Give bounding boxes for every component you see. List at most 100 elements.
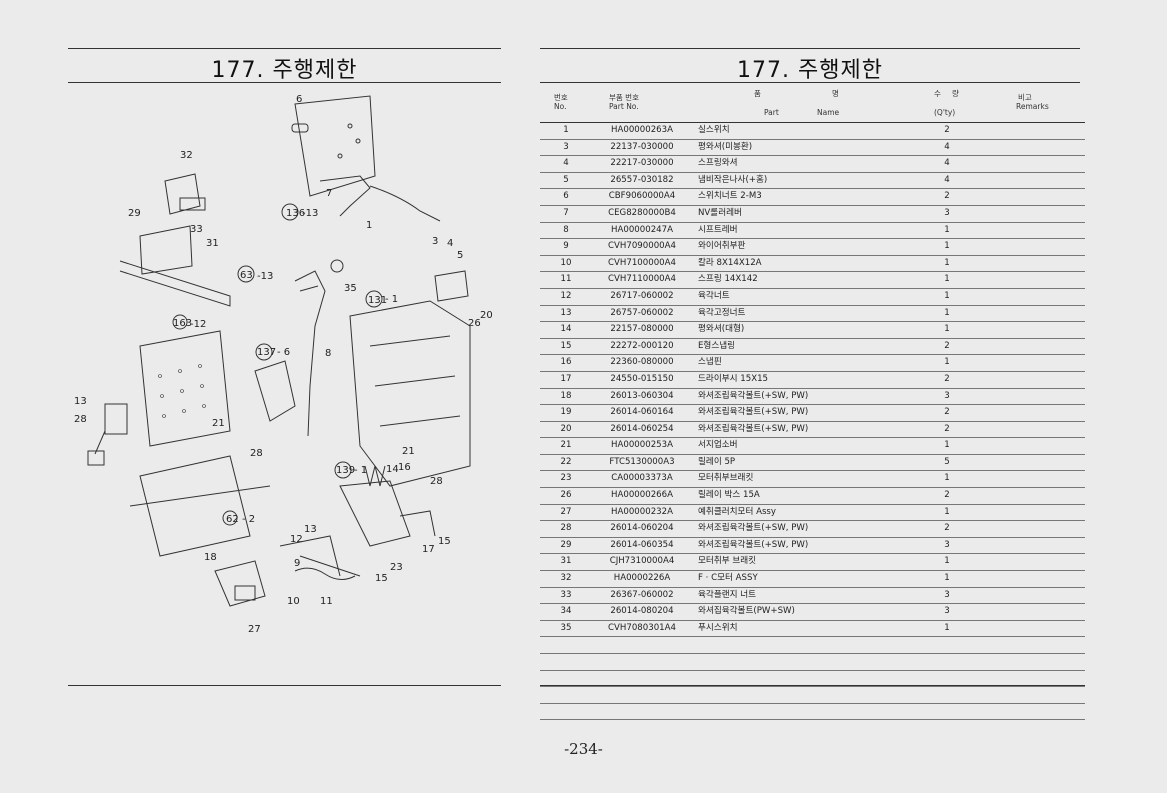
part-name: 육각플랜지 너트	[698, 589, 757, 600]
quantity: 1	[944, 241, 950, 252]
header-name-en-2: Name	[817, 108, 840, 117]
row-number: 11	[560, 274, 572, 285]
svg-text:136: 136	[286, 208, 305, 219]
title-rule	[540, 82, 1080, 83]
svg-text:-12: -12	[190, 319, 206, 330]
svg-text:31: 31	[206, 238, 219, 249]
part-number: CA00003373A	[611, 473, 673, 484]
quantity: 2	[944, 490, 950, 501]
top-rule	[68, 48, 501, 49]
svg-text:28: 28	[74, 414, 87, 425]
page-title: 177. 주행제한	[211, 58, 358, 83]
svg-text:13: 13	[304, 524, 317, 535]
part-name: 육각고정너트	[698, 307, 746, 318]
svg-text:8: 8	[325, 348, 331, 359]
quantity: 3	[944, 207, 950, 218]
header-qty-ko-2: 량	[952, 89, 959, 98]
top-rule	[540, 48, 1080, 49]
svg-text:137: 137	[257, 347, 276, 358]
header-remarks-en: Remarks	[1016, 102, 1049, 111]
quantity: 2	[944, 125, 950, 135]
svg-text:33: 33	[190, 224, 203, 235]
part-number: 22137-030000	[610, 141, 674, 152]
svg-text:5: 5	[457, 250, 463, 261]
part-name: 릴레이 5P	[698, 456, 736, 467]
row-number: 12	[560, 290, 572, 301]
svg-text:-13: -13	[302, 208, 318, 219]
page-title: 177. 주행제한	[737, 58, 883, 83]
row-number: 22	[560, 456, 572, 467]
quantity: 1	[944, 274, 950, 285]
svg-text:7: 7	[326, 188, 332, 199]
header-part-ko: 부품 번호	[609, 93, 639, 102]
left-page: 177. 주행제한	[0, 0, 540, 793]
right-page: 177. 주행제한 번호 No. 부품 번호 Part No. 품 명 Part…	[540, 0, 1167, 793]
part-number: 22360-080000	[610, 357, 674, 368]
empty-row	[540, 687, 1085, 704]
row-number: 35	[560, 622, 572, 633]
header-name-en-1: Part	[764, 108, 779, 117]
svg-text:13: 13	[74, 396, 87, 407]
row-number: 6	[563, 191, 569, 202]
quantity: 1	[944, 357, 950, 368]
part-name: 냄비작은나사(+홈)	[698, 174, 768, 185]
header-no-en: No.	[554, 102, 567, 111]
part-name: 모터취부브래킷	[698, 473, 754, 484]
svg-text:10: 10	[287, 596, 300, 607]
part-number: 24550-015150	[610, 373, 674, 384]
part-number: FTC5130000A3	[609, 456, 675, 467]
title-rule	[68, 82, 501, 83]
svg-text:63: 63	[240, 270, 253, 281]
part-name: E형스냅링	[698, 340, 736, 351]
part-number: HA00000247A	[611, 224, 673, 235]
row-number: 15	[560, 340, 572, 351]
part-number: 22217-030000	[610, 158, 674, 169]
svg-text:20: 20	[480, 310, 493, 321]
row-number: 10	[560, 257, 572, 268]
bottom-rule	[68, 685, 501, 686]
part-name: 육각너트	[698, 290, 730, 301]
row-number: 3	[563, 141, 569, 152]
part-name: 스프링와셔	[698, 158, 738, 169]
row-number: 23	[560, 473, 572, 484]
part-number: 26757-060002	[610, 307, 674, 318]
svg-text:- 6: - 6	[277, 347, 290, 358]
part-number: CVH7090000A4	[608, 241, 676, 252]
quantity: 1	[944, 324, 950, 335]
row-number: 16	[560, 357, 572, 368]
quantity: 2	[944, 340, 950, 351]
part-number: 26557-030182	[610, 174, 674, 185]
row-number: 1	[563, 125, 569, 135]
part-name: F · C모터 ASSY	[698, 573, 758, 584]
part-name: 와셔조립육각볼트(+SW, PW)	[698, 423, 809, 434]
part-number: HA00000263A	[611, 125, 673, 135]
quantity: 2	[944, 523, 950, 534]
quantity: 3	[944, 589, 950, 600]
row-number: 9	[563, 241, 569, 252]
svg-text:131: 131	[368, 295, 387, 306]
row-number: 20	[560, 423, 572, 434]
svg-text:27: 27	[248, 624, 261, 635]
quantity: 1	[944, 573, 950, 584]
part-number: 26717-060002	[610, 290, 674, 301]
empty-row	[540, 654, 1085, 671]
quantity: 5	[944, 456, 950, 467]
part-name: 와셔조립육각볼트(+SW, PW)	[698, 539, 809, 550]
quantity: 3	[944, 539, 950, 550]
part-number: 26013-060304	[610, 390, 674, 401]
